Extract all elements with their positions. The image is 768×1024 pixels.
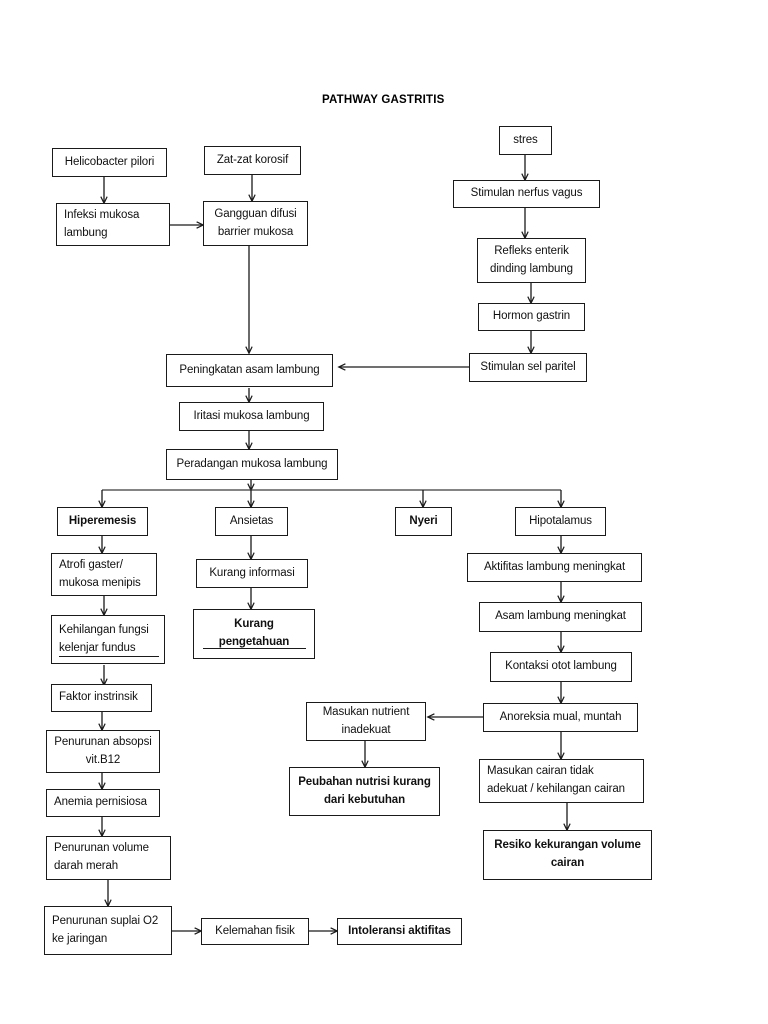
node-label: Hiperemesis: [68, 514, 137, 527]
node-label: Stimulan nerfus vagus: [470, 187, 583, 200]
node-hormon-gastrin[interactable]: Hormon gastrin: [478, 303, 585, 331]
node-label: Faktor instrinsik: [59, 691, 138, 704]
node-label: Peradangan mukosa lambung: [176, 457, 328, 470]
kurang-pengetahuan-underline: [203, 648, 306, 650]
page-title: PATHWAY GASTRITIS: [322, 94, 445, 106]
node-kelemahan-fisik[interactable]: Kelemahan fisik: [201, 918, 309, 945]
node-label: Intoleransi aktifitas: [348, 924, 451, 937]
node-label: Kontaksi otot lambung: [505, 660, 617, 673]
node-label: Kelemahan fisik: [215, 924, 295, 937]
node-label: Anoreksia mual, muntah: [499, 710, 622, 723]
node-label: Atrofi gaster/mukosa menipis: [59, 558, 141, 589]
node-nyeri[interactable]: Nyeri: [395, 507, 452, 536]
node-stimulan-nerfus-vagus[interactable]: Stimulan nerfus vagus: [453, 180, 600, 208]
node-label: Peningkatan asam lambung: [179, 363, 320, 376]
node-label: Stimulan sel paritel: [480, 360, 576, 373]
node-label: stres: [513, 133, 538, 146]
node-ansietas[interactable]: Ansietas: [215, 507, 288, 536]
node-asam-lambung-meningkat[interactable]: Asam lambung meningkat: [479, 602, 642, 632]
node-peningkatan-asam-lambung[interactable]: Peningkatan asam lambung: [166, 354, 333, 387]
node-hipotalamus[interactable]: Hipotalamus: [515, 507, 606, 536]
node-zat-zat-korosif[interactable]: Zat-zat korosif: [204, 146, 301, 175]
node-label: Helicobacter pilori: [64, 155, 155, 168]
node-label: Ansietas: [229, 514, 274, 527]
node-label: Iritasi mukosa lambung: [193, 409, 310, 422]
node-aktifitas-lambung-meningkat[interactable]: Aktifitas lambung meningkat: [467, 553, 642, 582]
node-peradangan-mukosa-lambung[interactable]: Peradangan mukosa lambung: [166, 449, 338, 480]
node-stres[interactable]: stres: [499, 126, 552, 155]
node-atrofi-gaster-mukosa-menipis[interactable]: Atrofi gaster/mukosa menipis: [51, 553, 157, 596]
node-iritasi-mukosa-lambung[interactable]: Iritasi mukosa lambung: [179, 402, 324, 431]
node-label: Asam lambung meningkat: [495, 610, 626, 623]
node-faktor-instrinsik[interactable]: Faktor instrinsik: [51, 684, 152, 712]
kehilangan-fungsi-underline: [59, 656, 159, 658]
node-kontaksi-otot-lambung[interactable]: Kontaksi otot lambung: [490, 652, 632, 682]
node-kurang-informasi[interactable]: Kurang informasi: [196, 559, 308, 588]
node-intoleransi-aktifitas[interactable]: Intoleransi aktifitas: [337, 918, 462, 945]
node-label: Aktifitas lambung meningkat: [483, 560, 626, 573]
node-label: Zat-zat korosif: [216, 153, 289, 166]
node-hiperemesis[interactable]: Hiperemesis: [57, 507, 148, 536]
node-label: Hormon gastrin: [492, 310, 571, 323]
node-label: Kurang informasi: [209, 566, 295, 579]
node-label: Hipotalamus: [529, 514, 592, 527]
node-label: Anemia pernisiosa: [54, 796, 147, 809]
node-anemia-pernisiosa[interactable]: Anemia pernisiosa: [46, 789, 160, 817]
node-helicobacter-pilori[interactable]: Helicobacter pilori: [52, 148, 167, 177]
node-anoreksia-mual-muntah[interactable]: Anoreksia mual, muntah: [483, 703, 638, 732]
node-label: Nyeri: [409, 514, 438, 527]
node-stimulan-sel-paritel[interactable]: Stimulan sel paritel: [469, 353, 587, 382]
